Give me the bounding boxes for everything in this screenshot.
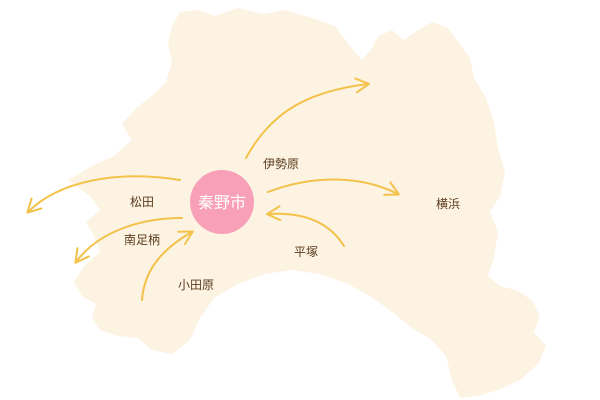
center-city-marker: [190, 170, 254, 234]
arrow-to-isehara: [245, 77, 370, 159]
label-odawara: 小田原: [178, 278, 214, 292]
prefecture-shape: [68, 8, 546, 398]
arrow-to-matsuda: [26, 175, 181, 214]
label-minamiashigara: 南足柄: [124, 232, 160, 247]
label-yokohama: 横浜: [436, 197, 460, 211]
label-isehara: 伊勢原: [263, 156, 299, 171]
arrow-from-odawara: [141, 230, 194, 301]
label-hiratsuka: 平塚: [294, 245, 318, 259]
arrow-to-minamiashigara: [74, 217, 183, 264]
arrow-from-hiratsuka: [266, 205, 345, 247]
center-city-label: 秦野市: [198, 193, 246, 212]
arrow-to-yokohama: [267, 178, 400, 196]
label-matsuda: 松田: [130, 195, 154, 209]
